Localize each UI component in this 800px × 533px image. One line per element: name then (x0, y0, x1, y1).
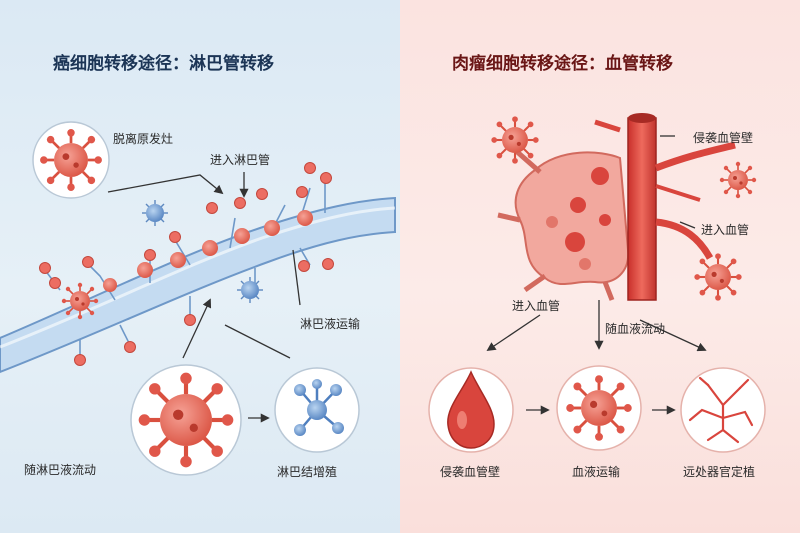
right-title: 肉瘤细胞转移途径：血管转移 (452, 54, 673, 74)
left-arrows (107, 172, 301, 423)
tumor-mass (514, 151, 630, 286)
tumor-stalks (497, 148, 615, 301)
label-invade-wall-top: 侵袭血管壁 (693, 131, 754, 145)
left-title: 癌细胞转移途径：淋巴管转移 (53, 54, 274, 74)
right-arrows (486, 135, 707, 415)
label-enter-lymph: 进入淋巴管 (210, 153, 271, 167)
blood-transport-circle (556, 365, 642, 451)
label-enter-vessel-right: 进入血管 (701, 223, 750, 237)
label-lymph-transport: 淋巴液运输 (300, 317, 361, 331)
label-enter-vessel-left: 进入血管 (512, 299, 561, 313)
invade-circle (428, 367, 514, 453)
lymph-flow-cell-circle (130, 364, 242, 476)
vessel-cells (103, 210, 313, 292)
label-distant-colonization: 远处器官定植 (683, 465, 756, 479)
lymph-flowing-cells (60, 281, 99, 321)
label-node-proliferation: 淋巴结增殖 (277, 465, 338, 479)
label-invade-wall-bottom: 侵袭血管壁 (440, 465, 501, 479)
primary-tumor-circle (32, 121, 110, 199)
colonization-circle (680, 367, 766, 453)
label-detach: 脱离原发灶 (113, 132, 174, 146)
blood-vessel (594, 113, 736, 301)
label-blood-flow: 随血液流动 (605, 322, 666, 336)
label-blood-transport: 血液运输 (572, 465, 621, 479)
lymphatic-vessel (0, 196, 396, 374)
label-lymph-flow: 随淋巴液流动 (24, 463, 97, 477)
lymph-node-circle (274, 367, 360, 453)
